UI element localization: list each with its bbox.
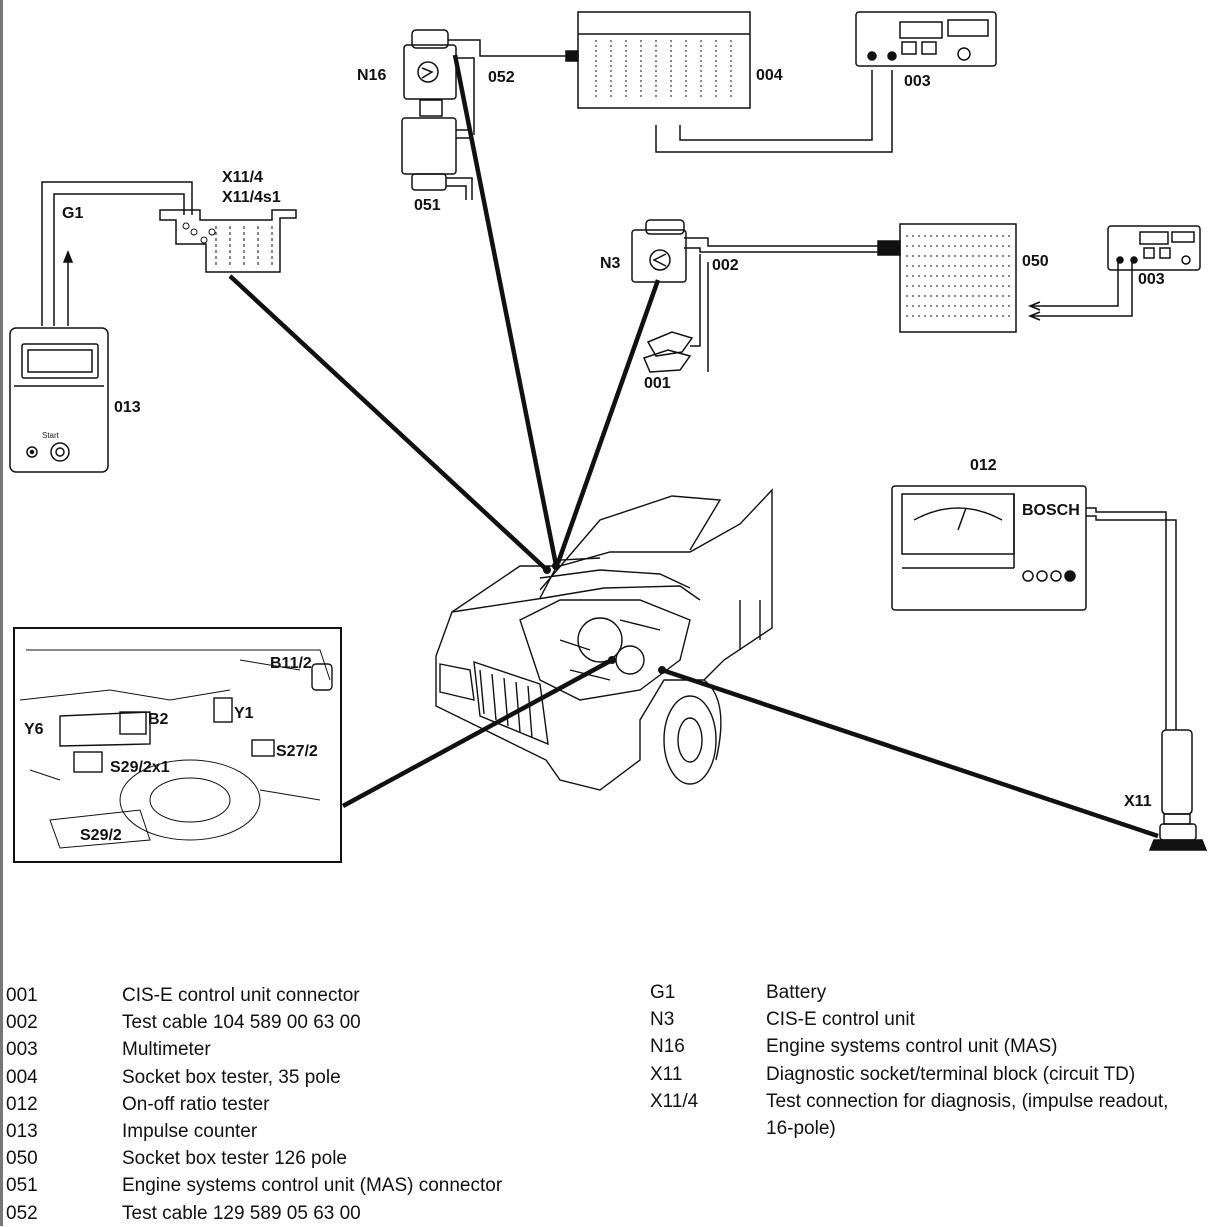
legend-desc: Engine systems control unit (MAS) connec… [122, 1175, 503, 1197]
test-setup-diagram: N16 052 004 003 051 X11/4 X11/4s1 G1 N3 … [9, 11, 1208, 863]
legend-item: 16-pole) [650, 1115, 1168, 1142]
socket-box-004 [577, 11, 751, 109]
legend-desc: Test cable 104 589 00 63 00 [122, 1012, 361, 1034]
lead-050-003 [1030, 262, 1119, 307]
engine-detail-inset [13, 627, 342, 863]
legend-code: 012 [6, 1093, 38, 1115]
legend-item: 012 On-off ratio tester [6, 1091, 502, 1118]
socket-box-050-jacks [906, 235, 1010, 317]
legend-item: X11 Diagnostic socket/terminal block (cir… [650, 1061, 1168, 1088]
label-003-second: 003 [1138, 271, 1165, 288]
x11-4-pins [182, 222, 273, 268]
label-n16: N16 [357, 67, 386, 84]
legend-code: 050 [6, 1148, 38, 1170]
label-b11-2: B11/2 [270, 655, 312, 672]
label-y6: Y6 [24, 721, 44, 738]
legend-code: 051 [6, 1175, 38, 1197]
label-002: 002 [712, 257, 739, 274]
label-y1: Y1 [234, 705, 254, 722]
legend-code: 002 [6, 1012, 38, 1034]
legend-desc: CIS-E control unit [766, 1009, 915, 1031]
legend-code: X11 [650, 1063, 683, 1085]
impulse-counter-013 [9, 327, 109, 473]
legend-desc: Impulse counter [122, 1120, 258, 1142]
legend-code [650, 1115, 766, 1142]
label-x11: X11 [1124, 793, 1152, 810]
legend-code: 003 [6, 1039, 38, 1061]
legend-item: 013 Impulse counter [6, 1118, 502, 1145]
legend-code: 001 [6, 985, 38, 1006]
legend-desc: CIS-E control unit connector [122, 985, 360, 1006]
legend-item: 051 Engine systems control unit (MAS) con… [6, 1172, 502, 1199]
legend-code: 052 [6, 1202, 38, 1224]
legend-desc: 16-pole) [766, 1117, 836, 1139]
label-bosch: BOSCH [1022, 502, 1080, 519]
socket-box-050 [899, 223, 1017, 333]
cable-012-x11 [1086, 507, 1167, 730]
multimeter-003-second [1107, 225, 1201, 271]
legend-code: N3 [650, 1009, 675, 1031]
connector-001 [642, 331, 694, 373]
label-013: 013 [114, 399, 141, 416]
legend-desc: Socket box tester, 35 pole [122, 1066, 341, 1088]
label-050: 050 [1022, 253, 1049, 270]
legend-item: 004 Socket box tester, 35 pole [6, 1064, 502, 1091]
label-004: 004 [756, 67, 783, 84]
legend-item: N16 Engine systems control unit (MAS) [650, 1033, 1168, 1060]
label-x11-4: X11/4 [222, 169, 263, 186]
label-012: 012 [970, 457, 997, 474]
legend-desc: Multimeter [122, 1039, 211, 1061]
label-s29-2x1: S29/2x1 [110, 759, 170, 776]
cable-002 [684, 237, 880, 247]
legend-desc: Test connection for diagnosis, (impulse … [766, 1090, 1169, 1112]
legend-right: G1 Battery N3 CIS-E control unit N16 Engine… [650, 979, 1168, 1142]
label-051: 051 [414, 197, 441, 214]
label-x11-4s1: X11/4s1 [222, 189, 281, 206]
legend-item: 050 Socket box tester 126 pole [6, 1145, 502, 1172]
label-003-top: 003 [904, 73, 931, 90]
legend-desc: Socket box tester 126 pole [122, 1148, 347, 1170]
legend-desc: Diagnostic socket/terminal block (circui… [766, 1063, 1136, 1085]
legend-item: 001 CIS-E control unit connector [6, 982, 502, 1009]
legend-desc: Test cable 129 589 05 63 00 [122, 1202, 361, 1224]
legend-code: 004 [6, 1066, 38, 1088]
legend-desc: Battery [766, 982, 827, 1003]
socket-box-004-jacks [595, 40, 732, 100]
label-s27-2: S27/2 [276, 743, 318, 760]
diagnostic-socket-x11 [1148, 729, 1208, 851]
n16-control-unit [403, 29, 457, 117]
legend-item: 052 Test cable 129 589 05 63 00 [6, 1200, 502, 1227]
legend-item: N3 CIS-E control unit [650, 1006, 1168, 1033]
legend-code: 013 [6, 1120, 38, 1142]
on-off-ratio-tester-012 [891, 485, 1087, 611]
legend-code: N16 [650, 1036, 685, 1058]
label-b2: B2 [148, 711, 169, 728]
legend-desc: On-off ratio tester [122, 1093, 270, 1115]
label-n3: N3 [600, 255, 621, 272]
legend-item: X11/4 Test connection for diagnosis, (imp… [650, 1088, 1168, 1115]
legend-item: 002 Test cable 104 589 00 63 00 [6, 1009, 502, 1036]
legend-item: 003 Multimeter [6, 1036, 502, 1063]
label-s29-2: S29/2 [80, 827, 122, 844]
connector-051 [401, 117, 473, 200]
left-border [0, 0, 3, 1226]
label-g1: G1 [62, 205, 83, 222]
legend-code: X11/4 [650, 1090, 699, 1112]
car-illustration [435, 488, 773, 791]
label-052: 052 [488, 69, 515, 86]
connection-lines [228, 54, 1159, 839]
cable-052 [448, 39, 575, 57]
legend-code: G1 [650, 982, 676, 1003]
multimeter-003-top [855, 11, 997, 67]
label-001: 001 [644, 375, 671, 392]
lead-004-003 [655, 70, 893, 153]
legend-item: G1 Battery [650, 979, 1168, 1006]
label-start: Start [42, 431, 60, 440]
x11-4-test-connection [159, 209, 297, 273]
lead-x11-4-to-013 [41, 181, 193, 326]
legend-desc: Engine systems control unit (MAS) [766, 1036, 1058, 1058]
n3-control-unit [631, 219, 687, 283]
